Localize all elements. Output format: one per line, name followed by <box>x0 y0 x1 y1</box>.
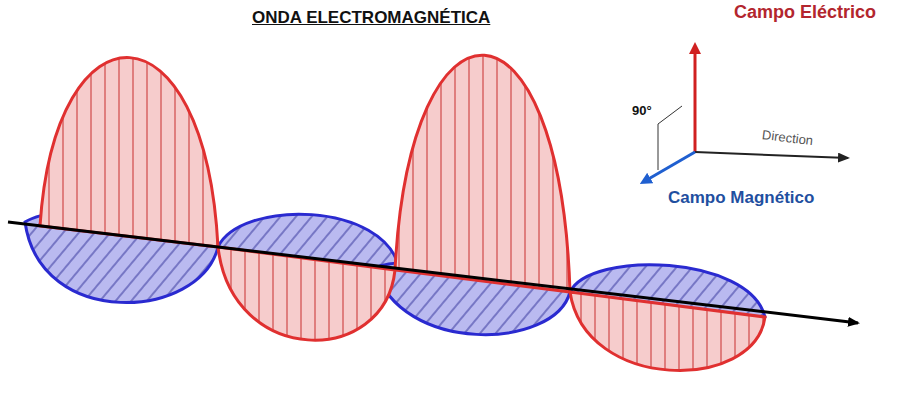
electric-field-label: Campo Eléctrico <box>734 2 876 23</box>
diagram-title: ONDA ELECTROMAGNÉTICA <box>252 8 490 28</box>
angle-label: 90° <box>632 104 652 119</box>
propagation-axis <box>8 222 858 323</box>
axes-symbol <box>645 48 848 181</box>
magnetic-field-label: Campo Magnético <box>668 188 814 208</box>
direction-label: Direction <box>761 128 814 149</box>
electric-field-lobes <box>40 55 765 370</box>
